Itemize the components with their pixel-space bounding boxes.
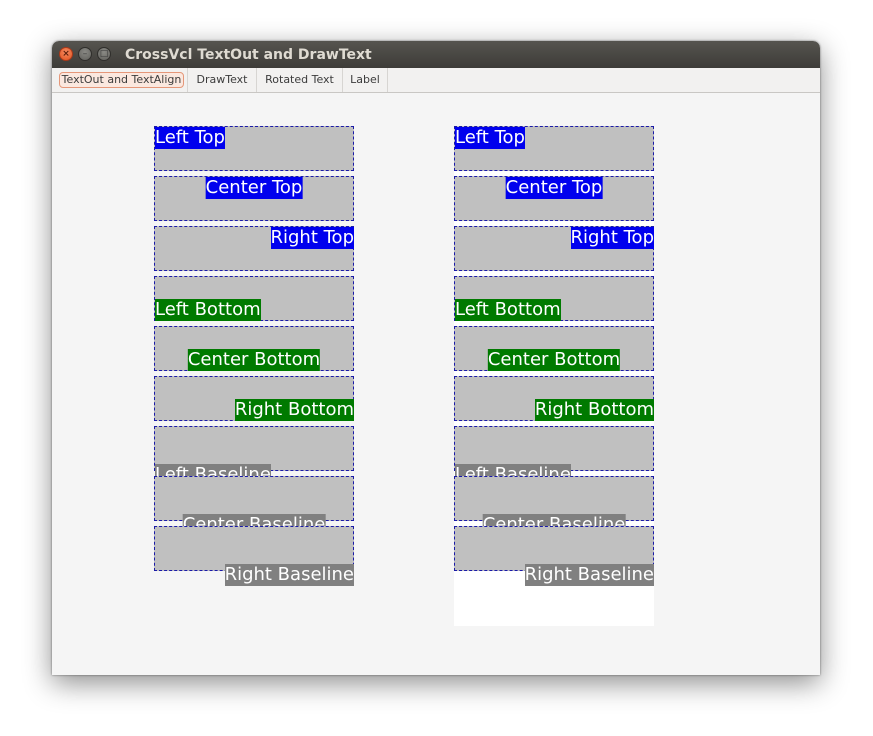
text-sample-cell: Left Top bbox=[454, 126, 654, 171]
text-sample-cell: Left Top bbox=[154, 126, 354, 171]
text-sample-label: Right Bottom bbox=[234, 399, 354, 421]
text-sample-cell: Center Baseline bbox=[454, 476, 654, 536]
text-sample-label: Right Top bbox=[570, 227, 654, 249]
app-window: × – □ CrossVcl TextOut and DrawText Text… bbox=[52, 41, 820, 675]
text-sample-cell: Center Bottom bbox=[154, 326, 354, 371]
text-sample-cell: Center Baseline bbox=[154, 476, 354, 536]
text-sample-cell: Left Baseline bbox=[454, 426, 654, 486]
text-sample-label: Center Bottom bbox=[487, 349, 621, 371]
text-sample-cell: Right Bottom bbox=[454, 376, 654, 421]
text-sample-label: Left Bottom bbox=[455, 299, 561, 321]
text-sample-cell: Right Baseline bbox=[154, 526, 354, 586]
text-sample-label: Center Top bbox=[505, 177, 603, 199]
text-sample-label: Left Top bbox=[455, 127, 525, 149]
text-sample-label: Center Bottom bbox=[187, 349, 321, 371]
text-sample-cell: Left Bottom bbox=[454, 276, 654, 321]
text-sample-label: Right Baseline bbox=[224, 564, 354, 586]
text-sample-label: Left Bottom bbox=[155, 299, 261, 321]
minimize-icon[interactable]: – bbox=[78, 47, 92, 61]
text-sample-cell: Left Baseline bbox=[154, 426, 354, 486]
title-bar[interactable]: × – □ CrossVcl TextOut and DrawText bbox=[52, 41, 820, 68]
tab-rotated-text[interactable]: Rotated Text bbox=[257, 68, 343, 92]
tab-textout-textalign[interactable]: TextOut and TextAlign bbox=[56, 68, 188, 92]
text-sample-label: Center Top bbox=[205, 177, 303, 199]
window-title: CrossVcl TextOut and DrawText bbox=[125, 47, 372, 63]
text-sample-cell: Left Bottom bbox=[154, 276, 354, 321]
tab-drawtext[interactable]: DrawText bbox=[188, 68, 257, 92]
text-sample-cell: Center Bottom bbox=[454, 326, 654, 371]
text-sample-cell: Right Baseline bbox=[454, 526, 654, 586]
tab-label: Label bbox=[350, 73, 380, 86]
text-sample-cell: Center Top bbox=[454, 176, 654, 221]
maximize-icon[interactable]: □ bbox=[97, 47, 111, 61]
tab-label-demo[interactable]: Label bbox=[343, 68, 388, 92]
text-sample-label: Left Top bbox=[155, 127, 225, 149]
text-sample-cell: Center Top bbox=[154, 176, 354, 221]
tab-label: Rotated Text bbox=[265, 73, 334, 86]
text-sample-cell: Right Top bbox=[154, 226, 354, 271]
text-sample-cell: Right Top bbox=[454, 226, 654, 271]
text-sample-label: Right Bottom bbox=[534, 399, 654, 421]
close-icon[interactable]: × bbox=[59, 47, 73, 61]
tab-label: DrawText bbox=[196, 73, 248, 86]
text-sample-label: Right Top bbox=[270, 227, 354, 249]
text-sample-cell: Right Bottom bbox=[154, 376, 354, 421]
tab-label: TextOut and TextAlign bbox=[58, 72, 185, 88]
text-sample-label: Right Baseline bbox=[524, 564, 654, 586]
tab-bar: TextOut and TextAlign DrawText Rotated T… bbox=[52, 68, 820, 93]
